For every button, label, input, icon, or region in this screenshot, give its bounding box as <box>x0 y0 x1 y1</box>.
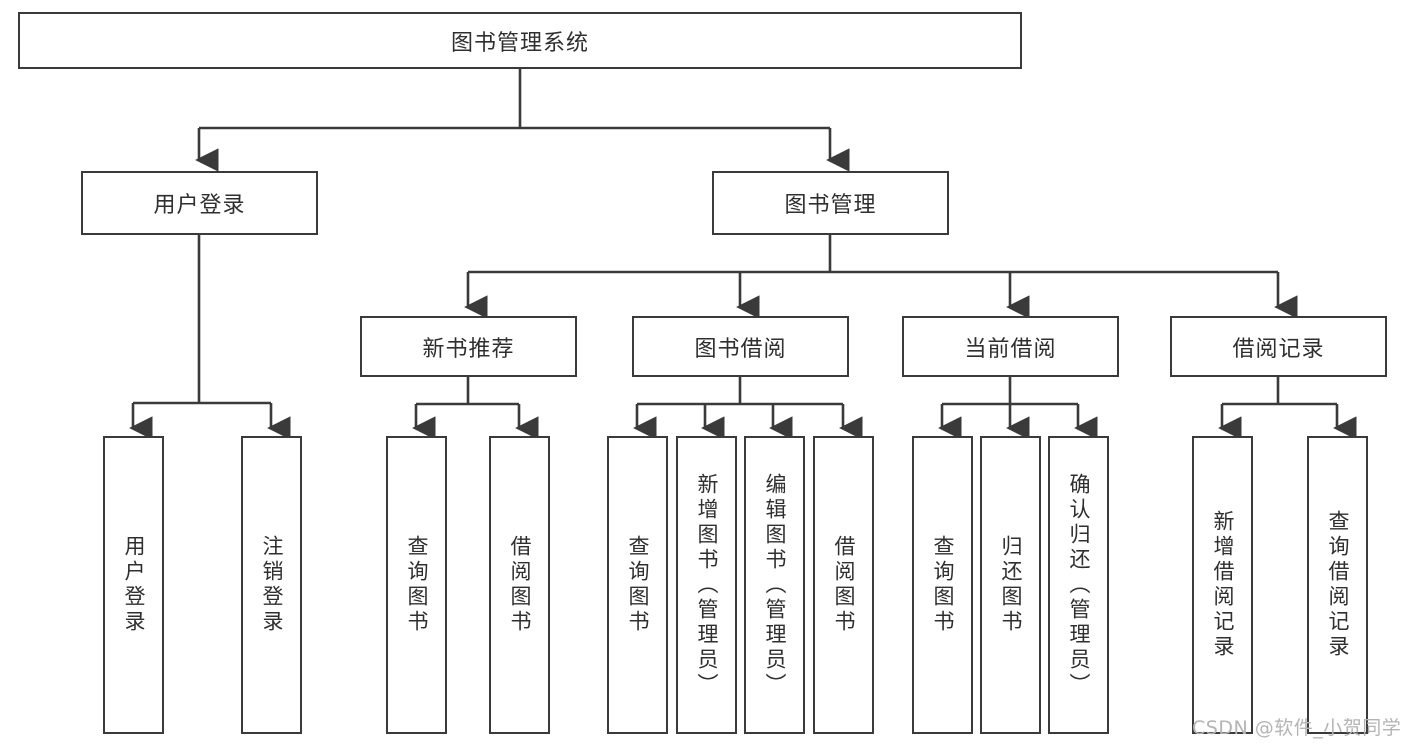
leaf-borrow-record-add[interactable]: 新增借阅记录 <box>1192 436 1253 734</box>
node-book-borrow[interactable]: 图书借阅 <box>632 316 849 377</box>
node-root-label: 图书管理系统 <box>450 30 589 56</box>
leaf-book-borrow-query-label: 查询图书 <box>626 535 650 635</box>
node-new-book-recommend-label: 新书推荐 <box>422 336 515 362</box>
leaf-current-borrow-return-label: 归还图书 <box>999 535 1023 635</box>
node-user-login-label: 用户登录 <box>153 193 246 218</box>
leaf-borrow-record-add-label: 新增借阅记录 <box>1211 510 1235 660</box>
leaf-current-borrow-return[interactable]: 归还图书 <box>980 436 1041 734</box>
leaf-user-login-logout[interactable]: 注销登录 <box>241 436 302 734</box>
leaf-new-book-borrow-label: 借阅图书 <box>508 535 532 635</box>
csdn-watermark: CSDN @软件_小贺同学 <box>1192 717 1402 739</box>
leaf-book-borrow-add[interactable]: 新增图书（管理员） <box>676 436 737 734</box>
leaf-current-borrow-confirm-return[interactable]: 确认归还（管理员） <box>1048 436 1109 734</box>
leaf-book-borrow-query[interactable]: 查询图书 <box>607 436 668 734</box>
leaf-current-borrow-query-label: 查询图书 <box>931 535 955 635</box>
leaf-current-borrow-confirm-return-label: 确认归还（管理员） <box>1067 472 1091 698</box>
leaf-borrow-record-query[interactable]: 查询借阅记录 <box>1307 436 1368 734</box>
leaf-book-borrow-borrow-label: 借阅图书 <box>832 535 856 635</box>
leaf-new-book-borrow[interactable]: 借阅图书 <box>489 436 550 734</box>
node-root[interactable]: 图书管理系统 <box>18 12 1022 69</box>
leaf-user-login-logout-label: 注销登录 <box>260 535 284 635</box>
leaf-new-book-query[interactable]: 查询图书 <box>386 436 447 734</box>
leaf-book-borrow-add-label: 新增图书（管理员） <box>695 472 719 698</box>
leaf-book-borrow-edit[interactable]: 编辑图书（管理员） <box>744 436 805 734</box>
leaf-user-login-login[interactable]: 用户登录 <box>103 436 164 734</box>
leaf-book-borrow-edit-label: 编辑图书（管理员） <box>763 472 787 698</box>
node-new-book-recommend[interactable]: 新书推荐 <box>360 316 577 377</box>
node-current-borrow[interactable]: 当前借阅 <box>902 316 1119 377</box>
node-book-management[interactable]: 图书管理 <box>712 171 949 235</box>
node-borrow-record-label: 借阅记录 <box>1232 336 1325 362</box>
leaf-borrow-record-query-label: 查询借阅记录 <box>1326 510 1350 660</box>
node-user-login[interactable]: 用户登录 <box>81 171 318 235</box>
leaf-new-book-query-label: 查询图书 <box>405 535 429 635</box>
leaf-book-borrow-borrow[interactable]: 借阅图书 <box>813 436 874 734</box>
node-book-borrow-label: 图书借阅 <box>694 336 787 362</box>
leaf-user-login-login-label: 用户登录 <box>122 535 146 635</box>
leaf-current-borrow-query[interactable]: 查询图书 <box>912 436 973 734</box>
node-book-management-label: 图书管理 <box>784 193 877 218</box>
node-borrow-record[interactable]: 借阅记录 <box>1170 316 1387 377</box>
node-current-borrow-label: 当前借阅 <box>964 336 1057 362</box>
